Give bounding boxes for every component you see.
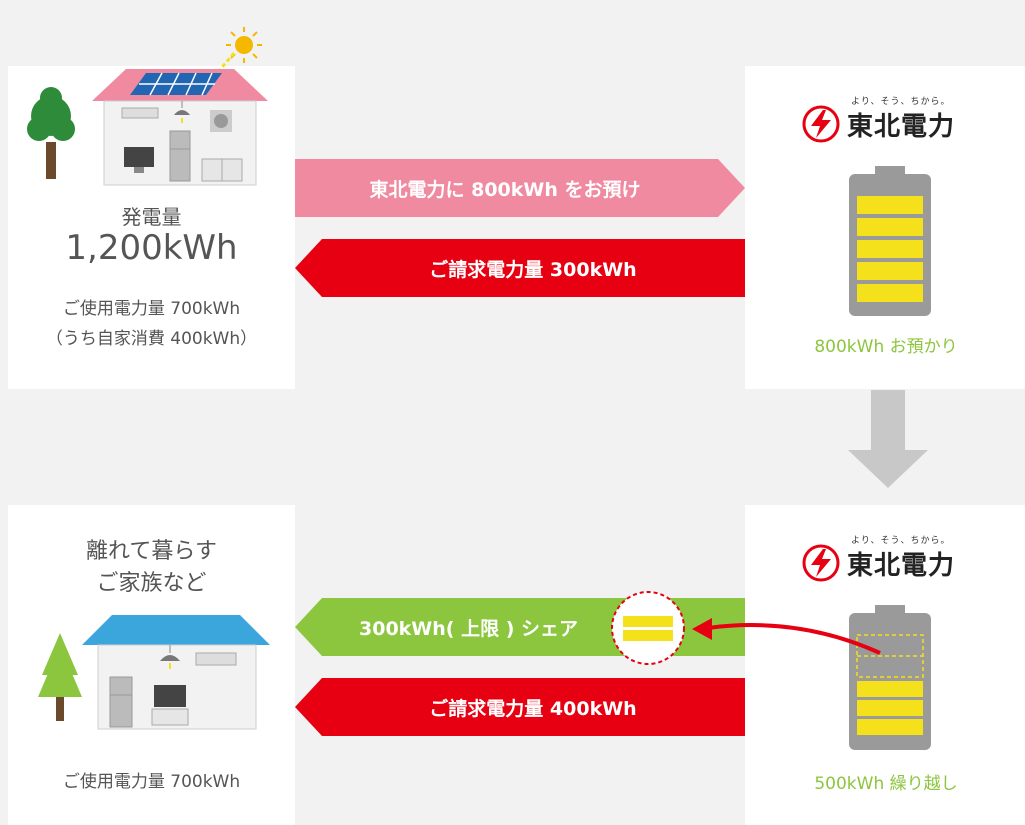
- self-consumption-text: （うち自家消費 400kWh）: [45, 329, 258, 349]
- family-title-line2: ご家族など: [96, 571, 207, 596]
- usage-text: ご使用電力量 700kWh: [62, 299, 241, 319]
- generation-value: 1,200kWh: [65, 228, 238, 268]
- deposit-arrow: 東北電力に 800kWh をお預け: [295, 159, 745, 217]
- battery-full-icon: [849, 166, 931, 316]
- deposit-status: 800kWh お預かり: [814, 337, 958, 357]
- family-title-line1: 離れて暮らす: [86, 539, 217, 564]
- share-battery-badge-icon: [611, 591, 685, 665]
- tree-icon: [27, 87, 75, 179]
- family-usage-text: ご使用電力量 700kWh: [62, 772, 241, 792]
- logo-tagline: より、そう、ちから。: [851, 536, 951, 546]
- lightning-logo-icon: [802, 105, 840, 143]
- down-arrow-icon: [848, 390, 928, 488]
- share-arrow-label: 300kWh( 上限 ) シェア: [359, 617, 578, 640]
- bill-arrow-top: ご請求電力量 300kWh: [295, 239, 745, 297]
- generation-house-card: 発電量 1,200kWh ご使用電力量 700kWh （うち自家消費 400kW…: [8, 27, 295, 389]
- generation-title: 発電量: [121, 205, 182, 229]
- sun-icon: [226, 27, 262, 63]
- logo-name: 東北電力: [847, 112, 956, 142]
- utility-logo-bottom: より、そう、ちから。 東北電力: [801, 533, 991, 582]
- logo-tagline: より、そう、ちから。: [851, 97, 951, 107]
- utility-card-bottom: より、そう、ちから。 東北電力 500kWh 繰り越し: [745, 505, 1025, 825]
- bill-arrow-top-label: ご請求電力量 300kWh: [429, 258, 637, 281]
- family-house-icon: [38, 615, 270, 730]
- bill-arrow-bottom: ご請求電力量 400kWh: [295, 678, 745, 736]
- pine-tree-icon: [38, 633, 82, 721]
- utility-logo: より、そう、ちから。 東北電力: [801, 94, 991, 143]
- carryover-status: 500kWh 繰り越し: [814, 774, 958, 794]
- deposit-arrow-label: 東北電力に 800kWh をお預け: [369, 178, 641, 201]
- bill-arrow-bottom-label: ご請求電力量 400kWh: [429, 697, 637, 720]
- utility-card-top: より、そう、ちから。 東北電力 800kWh お預かり: [745, 66, 1025, 389]
- logo-name: 東北電力: [847, 551, 956, 581]
- solar-house-icon: [92, 27, 268, 186]
- family-house-card: 離れて暮らす ご家族など ご使用電力量 700kWh: [8, 505, 295, 825]
- transfer-curve-arrow-icon: [692, 618, 881, 655]
- lightning-logo-icon: [802, 544, 840, 582]
